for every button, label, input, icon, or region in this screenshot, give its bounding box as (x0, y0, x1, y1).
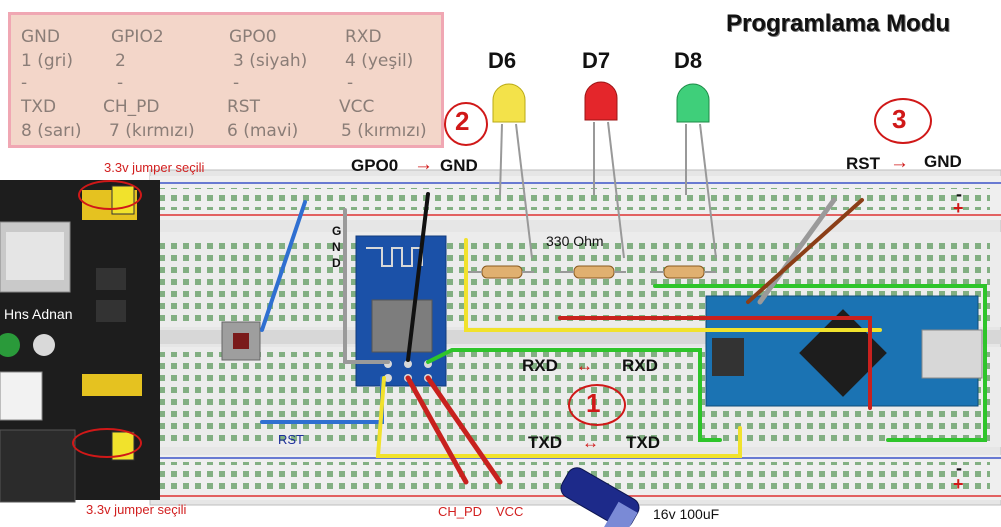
pin-table-cell: 7 (kırmızı) (109, 121, 195, 141)
pin-table-cell: 5 (kırmızı) (341, 121, 427, 141)
jumper-label-top: 3.3v jumper seçili (104, 160, 205, 175)
arrow-icon: → (414, 154, 433, 175)
pin-table: GND GPIO2 GPO0 RXD 1 (gri) 2 3 (siyah) 4… (8, 12, 444, 148)
capacitor-label: 16v 100uF (653, 506, 720, 522)
gpo0-label: GPO0 (351, 156, 399, 175)
gnd-label: GND (440, 156, 478, 175)
led-d6 (492, 83, 533, 259)
gnd-vertical-letter: N (332, 240, 341, 254)
pin-table-cell: GPIO2 (111, 27, 164, 47)
pin-table-cell: CH_PD (103, 97, 160, 117)
pin-table-cell: RXD (345, 27, 382, 47)
gnd-vertical-letter: G (332, 224, 342, 238)
module-label: Hns Adnan (4, 306, 73, 322)
capacitor (560, 467, 640, 527)
wires (260, 192, 987, 485)
arduino-nano (705, 295, 983, 407)
jumper-highlight (72, 428, 142, 458)
arrow-icon: → (890, 152, 909, 173)
rail-minus-sign: - (956, 458, 962, 478)
jumper-label-bottom: 3.3v jumper seçili (86, 502, 187, 517)
push-button (221, 321, 261, 361)
swap-arrow-icon: ↔ (576, 356, 593, 375)
pin-table-cell: - (21, 73, 28, 93)
pin-table-cell: GPO0 (229, 27, 277, 47)
callout-number-1: 1 (586, 388, 601, 418)
led-d8 (676, 83, 717, 259)
rxd-label: RXD (622, 356, 658, 375)
callout-number-3: 3 (892, 104, 907, 134)
page-title: Programlama Modu (726, 10, 951, 37)
txd-label: TXD (528, 433, 562, 452)
gnd-vertical-letter: D (332, 256, 341, 270)
pin-table-cell: - (347, 73, 354, 93)
jumper-highlight (78, 180, 142, 210)
txd-label: TXD (626, 433, 660, 452)
pin-table-cell: - (117, 73, 124, 93)
pin-table-cell: 2 (115, 51, 126, 71)
pin-table-cell: 1 (gri) (21, 51, 73, 71)
led-label-d8: D8 (674, 48, 703, 73)
ch-pd-label: CH_PD (438, 504, 483, 519)
pin-table-cell: 3 (siyah) (233, 51, 308, 71)
rst-button-label: RST (278, 432, 304, 447)
pin-table-cell: 4 (yeşil) (345, 51, 414, 71)
rail-plus-sign: + (953, 198, 964, 218)
vcc-label: VCC (496, 504, 524, 519)
pin-table-cell: TXD (21, 97, 57, 117)
callout-circle (444, 102, 488, 146)
rail-minus-sign: - (956, 184, 962, 204)
rst-label: RST (846, 154, 880, 173)
led-label-d7: D7 (582, 48, 611, 73)
led-label-d6: D6 (488, 48, 517, 73)
callout-number-2: 2 (455, 106, 470, 136)
led-d7 (584, 81, 625, 259)
rail-plus-sign: + (953, 474, 964, 494)
pin-table-cell: VCC (339, 97, 375, 117)
pin-table-cell: GND (21, 27, 60, 47)
gnd-label: GND (924, 152, 962, 171)
callout-circle (874, 98, 932, 144)
resistor-label: 330 Ohm (546, 233, 604, 249)
rxd-label: RXD (522, 356, 558, 375)
pin-table-cell: 6 (mavi) (227, 121, 299, 141)
pin-table-cell: RST (227, 97, 260, 117)
power-supply-module (0, 180, 160, 503)
resistors (466, 265, 716, 279)
pin-table-cell: - (233, 73, 240, 93)
callout-circle (568, 384, 626, 426)
pin-table-cell: 8 (sarı) (21, 121, 82, 141)
swap-arrow-icon: ↔ (582, 433, 599, 452)
